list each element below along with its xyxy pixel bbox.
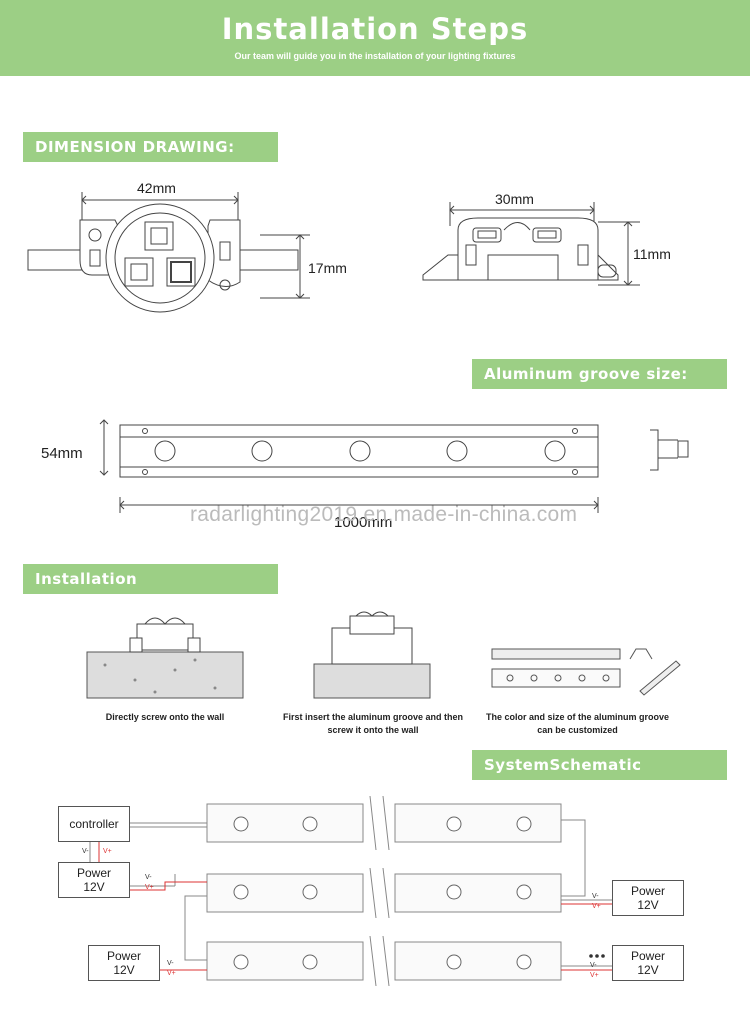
dim-groove-length: 1000mm: [334, 514, 393, 531]
install-wall-drawing: [86, 617, 244, 699]
section-installation-details: Installation Details:unit:mm: [23, 564, 278, 618]
power-box-1: Power 12V: [58, 862, 130, 898]
power-box-2: Power 12V: [88, 945, 160, 981]
caption-custom-2: can be customized: [537, 725, 618, 735]
label-vplus: V+: [592, 903, 601, 910]
aluminum-groove-drawing: [99, 419, 689, 513]
module-side-drawing: [422, 202, 640, 286]
label-vminus: V-: [167, 960, 174, 967]
power-label: Power: [630, 884, 665, 898]
caption-groove-insert-1: First insert the aluminum groove and the…: [282, 712, 464, 722]
power-voltage: 12V: [83, 880, 105, 894]
label-vplus: V+: [167, 970, 176, 977]
section-aluminum-groove: Aluminum groove size:: [472, 359, 727, 389]
dim-width-front: 42mm: [137, 180, 176, 196]
section-dimension-drawing: DIMENSION DRAWING:: [23, 132, 278, 162]
caption-groove-insert-2: screw it onto the wall: [327, 725, 419, 735]
groove-custom-drawing: [491, 648, 681, 696]
caption-direct-screw: Directly screw onto the wall: [105, 712, 225, 722]
power-label: Power: [630, 949, 665, 963]
schematic-wiring: [89, 795, 612, 987]
label-vminus: V-: [145, 874, 152, 881]
label-vplus: V+: [103, 848, 112, 855]
page-subtitle: Our team will guide you in the installat…: [234, 51, 516, 61]
dim-width-side: 30mm: [495, 191, 534, 207]
power-voltage: 12V: [113, 963, 135, 977]
section-system-schematic: SystemSchematic Diagram:: [472, 750, 727, 804]
dim-height-front: 17mm: [308, 260, 347, 276]
controller-box: controller: [58, 806, 130, 842]
power-voltage: 12V: [637, 963, 659, 977]
watermark: radarlighting2019.en.made-in-china.com: [190, 503, 578, 526]
power-box-4: Power 12V: [612, 945, 684, 981]
dim-groove-height: 54mm: [41, 445, 83, 462]
module-front-drawing: [27, 192, 310, 313]
power-label: Power: [106, 949, 141, 963]
page-title: Installation Steps: [221, 12, 529, 46]
caption-custom-1: The color and size of the aluminum groov…: [485, 712, 670, 722]
header-banner: Installation Steps Our team will guide y…: [0, 0, 750, 76]
label-vminus: V-: [592, 893, 599, 900]
label-vminus: V-: [590, 962, 597, 969]
install-groove-drawing: [313, 611, 431, 699]
label-vplus: V+: [590, 972, 599, 979]
label-vplus: V+: [145, 884, 154, 891]
label-vminus: V-: [82, 848, 89, 855]
power-box-3: Power 12V: [612, 880, 684, 916]
power-label: Power: [76, 866, 111, 880]
dim-height-side: 11mm: [633, 246, 671, 262]
power-voltage: 12V: [637, 898, 659, 912]
